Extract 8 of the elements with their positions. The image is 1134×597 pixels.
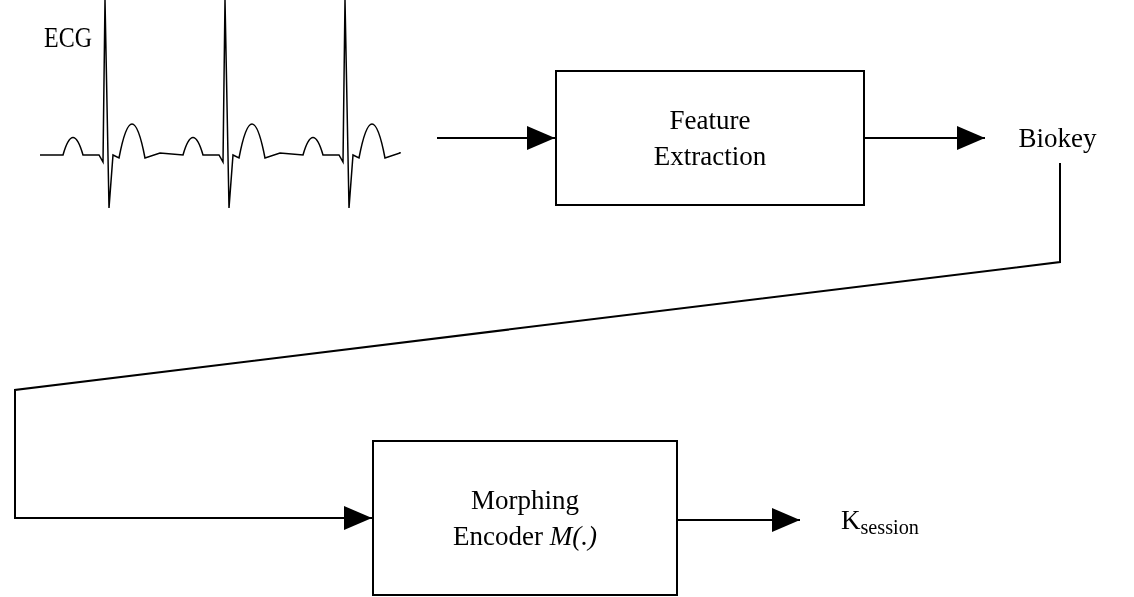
process-box: Morphing Encoder M(.) (372, 440, 678, 596)
output-label: K$_{session}$ (841, 506, 919, 534)
arrow (864, 126, 986, 150)
arrow (14, 162, 1061, 530)
output-label: Biokey (1018, 124, 1097, 152)
process-box: Feature Extraction (555, 70, 865, 206)
arrow (436, 126, 556, 150)
arrow (677, 508, 801, 532)
